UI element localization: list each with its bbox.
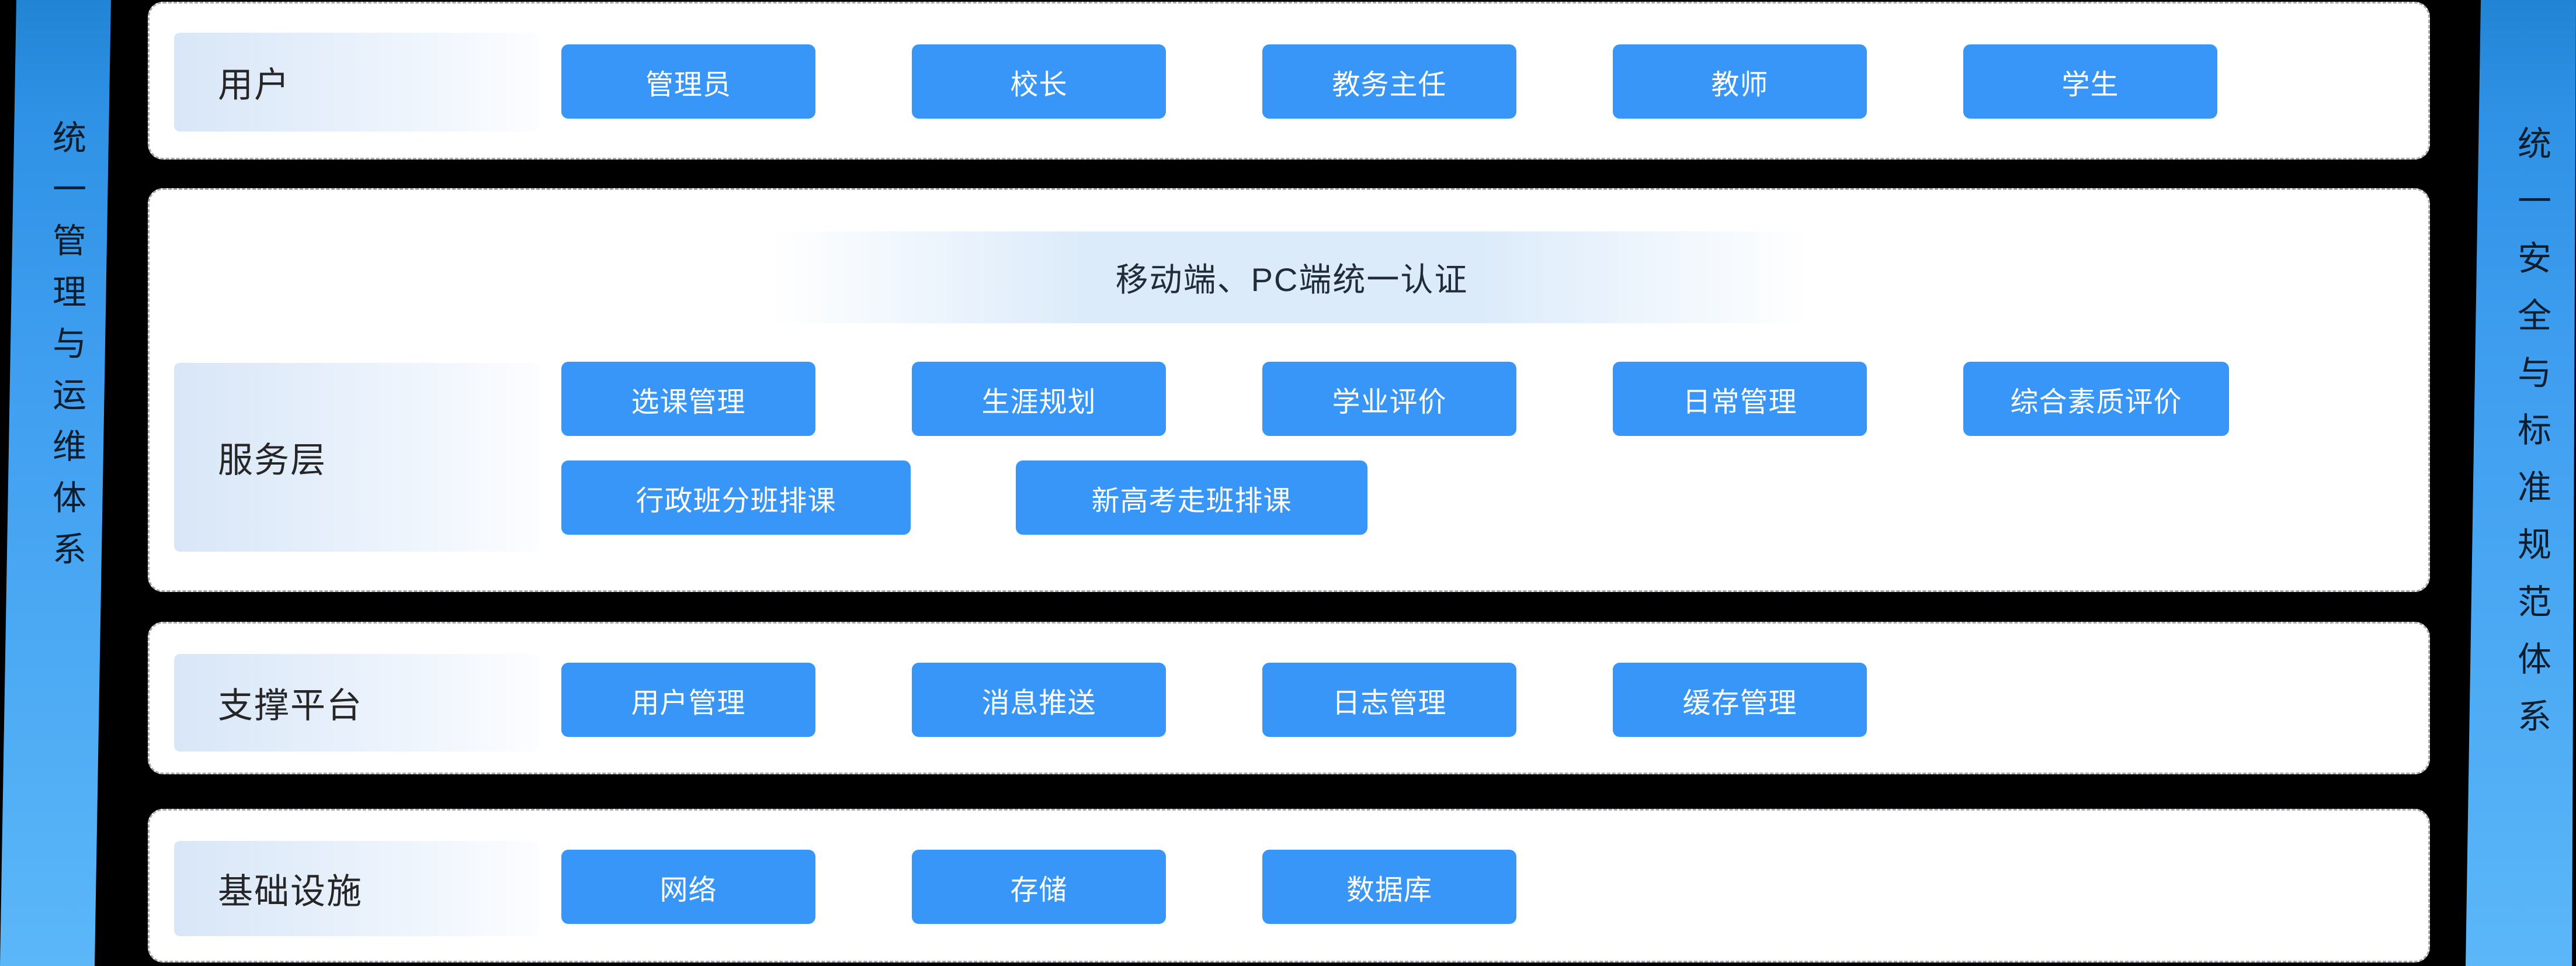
service-layer-panel: 移动端、PC端统一认证 服务层 选课管理 生涯规划 学业评价 日常管理 综合素质… (148, 188, 2430, 592)
left-ribbon-label: 统一管理与运维体系 (47, 120, 85, 583)
log-management-button[interactable]: 日志管理 (1262, 663, 1516, 737)
dean-button[interactable]: 教务主任 (1262, 44, 1516, 119)
left-ribbon: 统一管理与运维体系 (0, 0, 111, 966)
course-selection-button[interactable]: 选课管理 (561, 362, 815, 436)
message-push-button[interactable]: 消息推送 (912, 663, 1166, 737)
student-button[interactable]: 学生 (1963, 44, 2217, 119)
teacher-button[interactable]: 教师 (1613, 44, 1867, 119)
user-management-button[interactable]: 用户管理 (561, 663, 815, 737)
network-button[interactable]: 网络 (561, 850, 815, 924)
users-row-panel: 用户 管理员 校长 教务主任 教师 学生 (148, 2, 2430, 160)
row-label-support: 支撑平台 (174, 654, 539, 752)
support-platform-panel: 支撑平台 用户管理 消息推送 日志管理 缓存管理 (148, 622, 2430, 774)
right-ribbon: 统一安全与标准规范体系 (2466, 0, 2576, 966)
row-label-infra: 基础设施 (174, 841, 539, 936)
career-planning-button[interactable]: 生涯规划 (912, 362, 1166, 436)
daily-management-button[interactable]: 日常管理 (1613, 362, 1867, 436)
admin-class-scheduling-button[interactable]: 行政班分班排课 (561, 461, 911, 535)
comprehensive-quality-button[interactable]: 综合素质评价 (1963, 362, 2229, 436)
row-label-service: 服务层 (174, 363, 539, 552)
cache-management-button[interactable]: 缓存管理 (1613, 663, 1867, 737)
admin-button[interactable]: 管理员 (561, 44, 815, 119)
principal-button[interactable]: 校长 (912, 44, 1166, 119)
infrastructure-panel: 基础设施 网络 存储 数据库 (148, 809, 2430, 962)
database-button[interactable]: 数据库 (1262, 850, 1516, 924)
unified-auth-banner: 移动端、PC端统一认证 (771, 231, 1813, 323)
storage-button[interactable]: 存储 (912, 850, 1166, 924)
row-label-users: 用户 (174, 33, 539, 131)
right-ribbon-label: 统一安全与标准规范体系 (2512, 126, 2550, 756)
academic-evaluation-button[interactable]: 学业评价 (1262, 362, 1516, 436)
new-gaokao-scheduling-button[interactable]: 新高考走班排课 (1016, 461, 1367, 535)
